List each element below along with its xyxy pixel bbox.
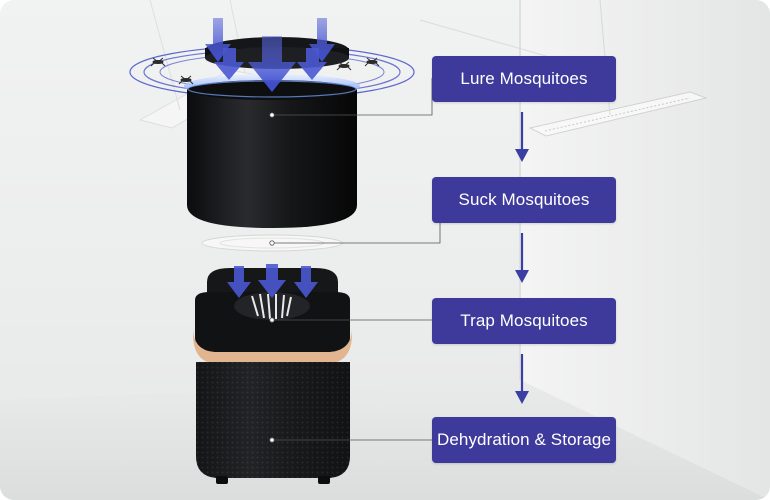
- step-label: Suck Mosquitoes: [459, 190, 590, 210]
- step-suck-mosquitoes: Suck Mosquitoes: [432, 177, 616, 223]
- step-lure-mosquitoes: Lure Mosquitoes: [432, 56, 616, 102]
- flow-arrow-down-icon: [513, 354, 531, 406]
- step-label: Lure Mosquitoes: [460, 69, 587, 89]
- flow-arrow-down-icon: [513, 233, 531, 285]
- step-trap-mosquitoes: Trap Mosquitoes: [432, 298, 616, 344]
- step-dehydration-storage: Dehydration & Storage: [432, 417, 616, 463]
- upper-body: [187, 80, 357, 228]
- step-label: Trap Mosquitoes: [460, 311, 587, 331]
- storage-base: [196, 362, 350, 484]
- trap-head: [195, 264, 350, 352]
- flow-arrow-down-icon: [513, 112, 531, 164]
- step-label: Dehydration & Storage: [437, 430, 611, 450]
